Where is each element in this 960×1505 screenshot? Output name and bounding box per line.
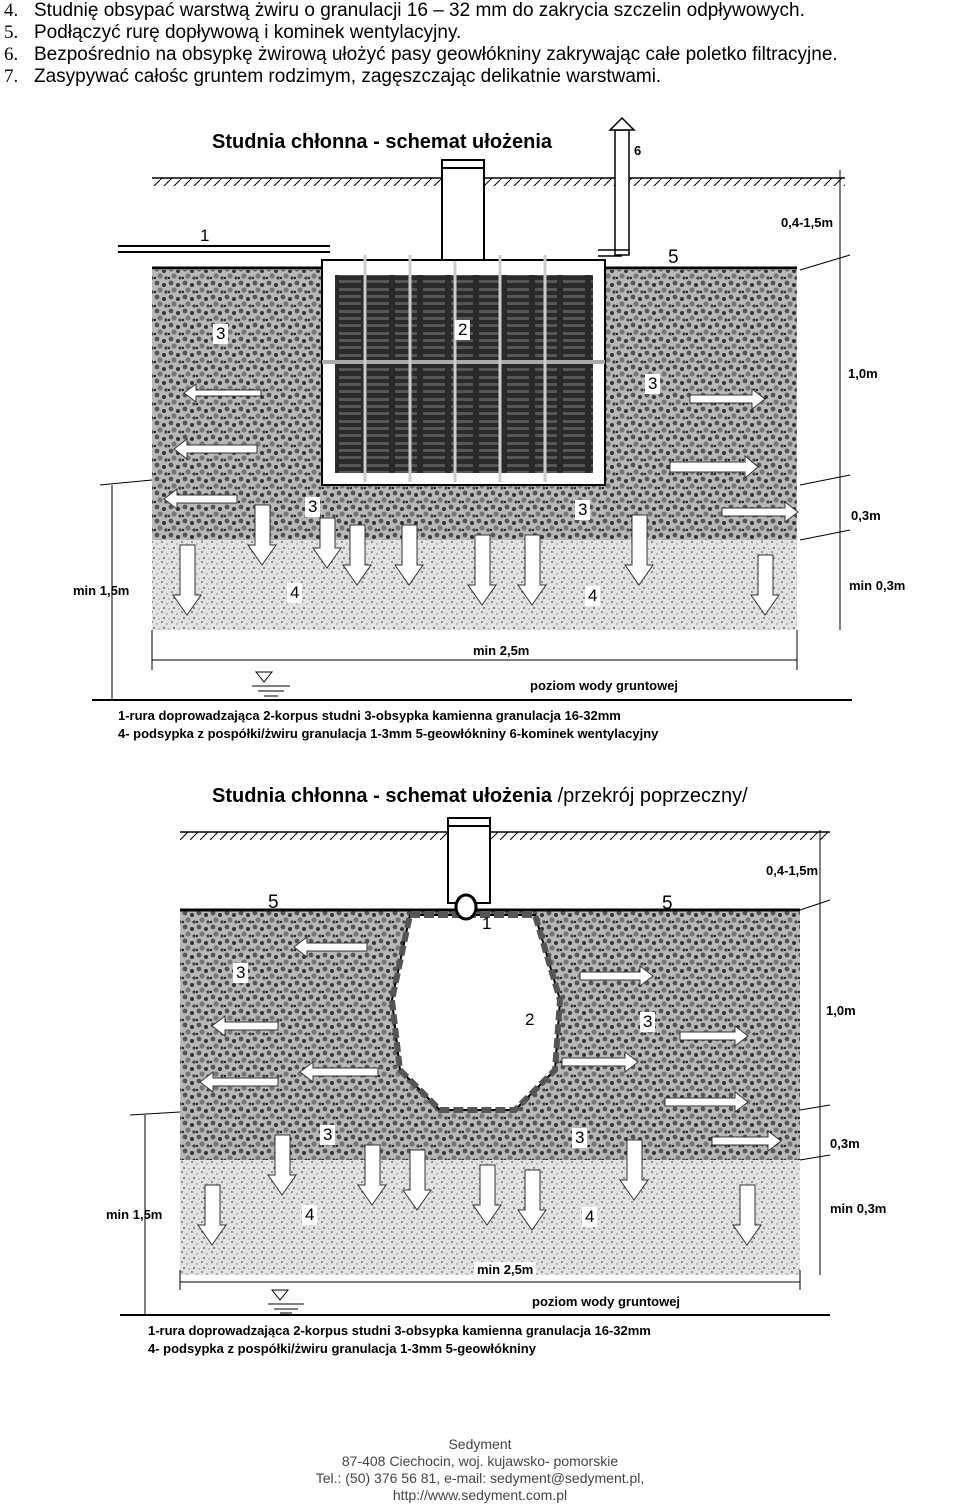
label-3-right-2: 3 bbox=[640, 1012, 656, 1032]
label-2: 2 bbox=[455, 320, 471, 340]
label-3-right: 3 bbox=[645, 374, 661, 394]
flow-arrows-down-2 bbox=[197, 1134, 762, 1246]
dim-bottom-2: 0,3m bbox=[830, 1136, 860, 1151]
ground-surface-2 bbox=[180, 831, 830, 840]
inlet-pipe bbox=[118, 245, 330, 253]
label-5: 5 bbox=[668, 247, 679, 268]
label-1: 1 bbox=[200, 226, 210, 245]
label-4-right: 4 bbox=[585, 586, 601, 606]
water-level-label-2: poziom wody gruntowej bbox=[532, 1294, 681, 1309]
label-4-right-2: 4 bbox=[582, 1207, 598, 1227]
diagram-2 bbox=[120, 817, 831, 1316]
flow-arrows-down bbox=[172, 504, 780, 616]
label-3-left: 3 bbox=[213, 324, 229, 344]
dim-min03-2: min 0,3m bbox=[830, 1201, 887, 1216]
step-4: 4.Studnię obsypać warstwą żwiru o granul… bbox=[4, 0, 805, 21]
dim-bottom: 0,3m bbox=[851, 508, 881, 523]
label-6: 6 bbox=[634, 143, 642, 158]
legend-2: 1-rura doprowadzająca 2-korpus studni 3-… bbox=[148, 1323, 651, 1356]
label-4-left: 4 bbox=[287, 583, 303, 603]
footer-address: 87-408 Ciechocin, woj. kujawsko- pomorsk… bbox=[341, 1453, 619, 1469]
label-3-bottom-left: 3 bbox=[305, 497, 321, 517]
ground-surface bbox=[152, 177, 845, 186]
step-6: 6.Bezpośrednio na obsypkę żwirową ułożyć… bbox=[4, 44, 838, 65]
label-3-left-2: 3 bbox=[233, 963, 249, 983]
dim-gravel: 1,0m bbox=[848, 366, 878, 381]
label-1-2: 1 bbox=[482, 914, 492, 933]
water-level-label: poziom wody gruntowej bbox=[530, 678, 679, 693]
tank-body-2 bbox=[388, 817, 564, 1113]
label-3-bottom-right: 3 bbox=[575, 500, 591, 520]
label-5-right: 5 bbox=[662, 893, 673, 914]
footer-url[interactable]: http://www.sedyment.com.pl bbox=[392, 1487, 568, 1503]
label-3-bottom-right-2: 3 bbox=[572, 1128, 588, 1148]
dim-min25: min 2,5m bbox=[470, 643, 533, 658]
label-5-left: 5 bbox=[268, 892, 279, 913]
water-level-2 bbox=[120, 1289, 830, 1316]
dim-min25-2: min 2,5m bbox=[474, 1262, 537, 1277]
diagram-1 bbox=[92, 116, 852, 701]
dim-gravel-2: 1,0m bbox=[826, 1003, 856, 1018]
water-level bbox=[92, 671, 852, 701]
dim-min15-2: min 1,5m bbox=[106, 1207, 163, 1222]
dim-min15: min 1,5m bbox=[73, 583, 130, 598]
footer-company: Sedyment bbox=[448, 1436, 512, 1452]
legend-1: 1-rura doprowadzająca 2-korpus studni 3-… bbox=[118, 708, 659, 741]
label-4-left-2: 4 bbox=[302, 1205, 318, 1225]
dim-cover: 0,4-1,5m bbox=[781, 215, 834, 230]
instruction-steps: 4.Studnię obsypać warstwą żwiru o granul… bbox=[4, 0, 956, 88]
flow-arrows-horizontal bbox=[163, 383, 799, 524]
step-5: 5.Podłączyć rurę dopływową i kominek wen… bbox=[4, 22, 462, 43]
dimension-lines-2 bbox=[129, 830, 831, 1315]
flow-arrows-horizontal-2 bbox=[199, 935, 782, 1153]
label-2-2: 2 bbox=[525, 1010, 535, 1029]
diagram-2-title: Studnia chłonna - schemat ułożenia /prze… bbox=[212, 785, 748, 807]
tank-body bbox=[321, 159, 606, 486]
dimension-lines bbox=[99, 170, 851, 700]
footer: Sedyment 87-408 Ciechocin, woj. kujawsko… bbox=[0, 1436, 960, 1504]
footer-contact: Tel.: (50) 376 56 81, e-mail: sedyment@s… bbox=[315, 1470, 645, 1486]
dim-cover-2: 0,4-1,5m bbox=[766, 863, 819, 878]
step-7: 7.Zasypywać całośc gruntem rodzimym, zag… bbox=[4, 66, 662, 87]
dim-min03: min 0,3m bbox=[849, 578, 906, 593]
vent-chimney bbox=[598, 116, 636, 257]
label-3-bottom-left-2: 3 bbox=[320, 1125, 336, 1145]
diagram-1-title: Studnia chłonna - schemat ułożenia bbox=[212, 131, 553, 153]
